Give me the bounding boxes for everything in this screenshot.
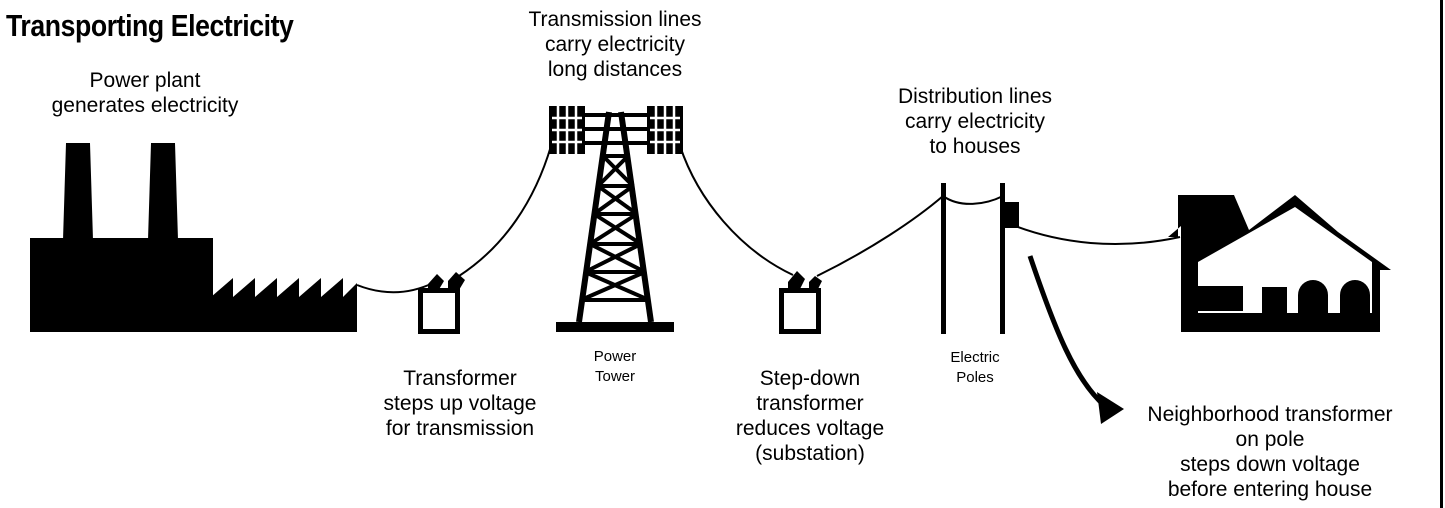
distribution-lines-label: Distribution lines carry electricity to … bbox=[897, 85, 1053, 158]
power-tower-label: Power Tower bbox=[593, 348, 637, 385]
step-down-transformer-icon bbox=[779, 271, 822, 334]
transmission-line-left bbox=[458, 145, 552, 277]
step-down-transformer-label: Step-down transformer reduces voltage (s… bbox=[735, 367, 885, 465]
right-border bbox=[1440, 0, 1443, 508]
distribution-line-to-pole bbox=[816, 195, 944, 277]
electric-poles-icon bbox=[941, 183, 1019, 334]
power-plant-label: Power plant generates electricity bbox=[51, 69, 239, 117]
power-plant-icon bbox=[30, 143, 357, 332]
house-icon bbox=[1168, 195, 1391, 332]
neighborhood-transformer-label: Neighborhood transformer on pole steps d… bbox=[1147, 403, 1393, 501]
neighborhood-arrow-icon bbox=[1027, 255, 1124, 424]
distribution-line-between-poles bbox=[942, 195, 1004, 205]
electric-poles-label: Electric Poles bbox=[950, 349, 1000, 386]
transmission-lines-label: Transmission lines carry electricity lon… bbox=[528, 8, 702, 81]
wire-plant-to-transformer bbox=[356, 282, 434, 294]
step-up-transformer-icon bbox=[418, 272, 465, 334]
transformer-label: Transformer steps up voltage for transmi… bbox=[383, 367, 537, 440]
diagram-title: Transporting Electricity bbox=[6, 8, 294, 43]
distribution-line-to-house bbox=[1004, 221, 1181, 246]
power-tower-icon bbox=[549, 106, 683, 332]
transmission-line-right bbox=[679, 145, 794, 276]
